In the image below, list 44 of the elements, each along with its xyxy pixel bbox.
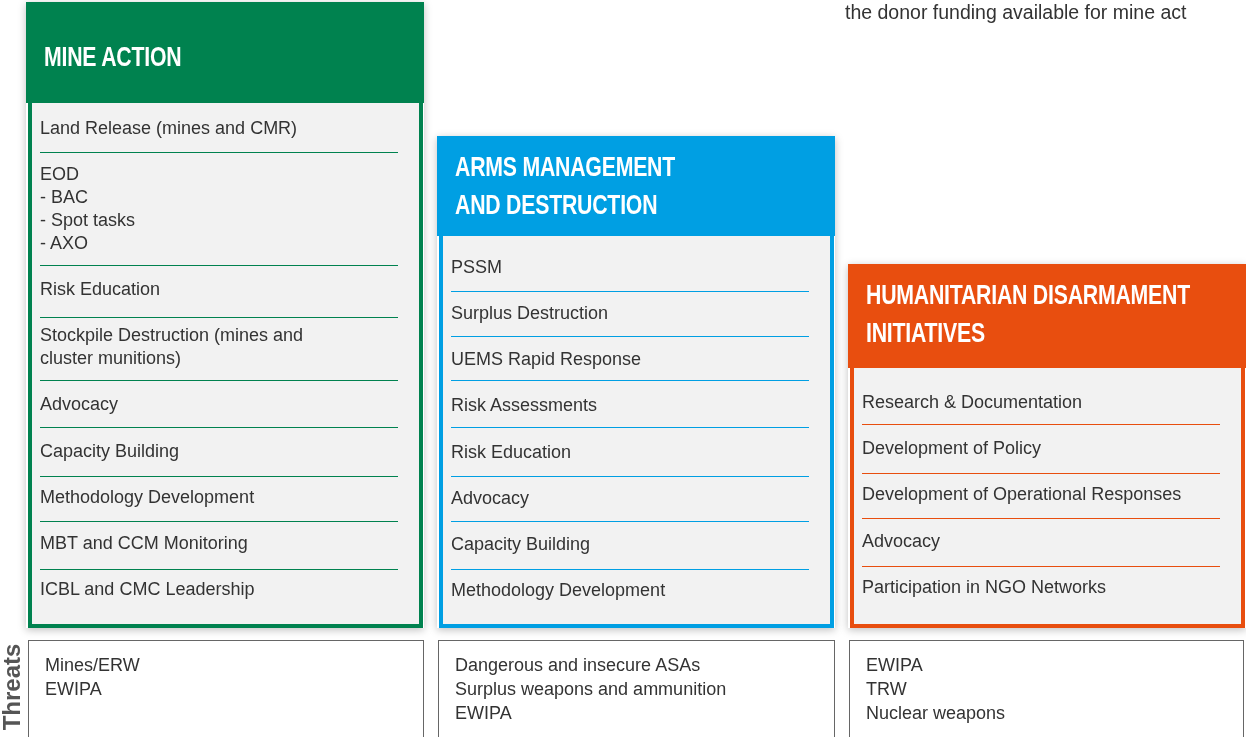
threat-box bbox=[849, 640, 1244, 737]
activity-item: Capacity Building bbox=[40, 439, 180, 463]
activity-item: - BAC bbox=[40, 185, 88, 209]
activity-item: MBT and CCM Monitoring bbox=[40, 531, 248, 555]
activity-item: Risk Education bbox=[451, 440, 572, 464]
threat-item: Dangerous and insecure ASAs bbox=[455, 654, 701, 677]
threat-item: EWIPA bbox=[455, 702, 512, 725]
activity-item: Development of Policy bbox=[862, 436, 1042, 460]
activity-item: Advocacy bbox=[451, 486, 530, 510]
activity-item: - Spot tasks bbox=[40, 208, 136, 232]
category-panel bbox=[848, 264, 1246, 628]
category-panel bbox=[26, 2, 424, 628]
heading-text: ARMS MANAGEMENT AND DESTRUCTION bbox=[455, 150, 676, 222]
activity-item: UEMS Rapid Response bbox=[451, 347, 642, 371]
threat-item: TRW bbox=[866, 678, 907, 701]
activity-item: Methodology Development bbox=[451, 578, 666, 602]
threat-box bbox=[438, 640, 835, 737]
activity-item: Risk Education bbox=[40, 277, 161, 301]
activity-item: Risk Assessments bbox=[451, 393, 598, 417]
heading-text: HUMANITARIAN DISARMAMENT INITIATIVES bbox=[866, 278, 1191, 350]
threat-item: Mines/ERW bbox=[45, 654, 140, 677]
threat-box bbox=[28, 640, 424, 737]
activity-item: Research & Documentation bbox=[862, 390, 1083, 414]
activity-item: Surplus Destruction bbox=[451, 301, 609, 325]
activity-item: Advocacy bbox=[40, 392, 119, 416]
activity-item: PSSM bbox=[451, 255, 502, 279]
activity-item: Capacity Building bbox=[451, 532, 591, 556]
row-label: Threats bbox=[0, 642, 25, 733]
heading-text: MINE ACTION bbox=[44, 40, 183, 74]
threat-item: EWIPA bbox=[45, 678, 102, 701]
activity-item: Land Release (mines and CMR) bbox=[40, 116, 298, 140]
threat-item: EWIPA bbox=[866, 654, 923, 677]
threat-item: Nuclear weapons bbox=[866, 702, 1006, 725]
body-text: the donor funding available for mine act bbox=[845, 0, 1187, 24]
activity-item: ICBL and CMC Leadership bbox=[40, 577, 255, 601]
activity-item: Methodology Development bbox=[40, 485, 255, 509]
activity-item: Development of Operational Responses bbox=[862, 482, 1182, 506]
activity-item: - AXO bbox=[40, 231, 88, 255]
activity-item: Advocacy bbox=[862, 529, 941, 553]
threat-item: Surplus weapons and ammunition bbox=[455, 678, 727, 701]
activity-item: Participation in NGO Networks bbox=[862, 575, 1107, 599]
activity-item: EOD bbox=[40, 162, 79, 186]
category-panel bbox=[437, 136, 835, 628]
activity-item: Stockpile Destruction (mines and cluster munitions) bbox=[40, 324, 305, 370]
